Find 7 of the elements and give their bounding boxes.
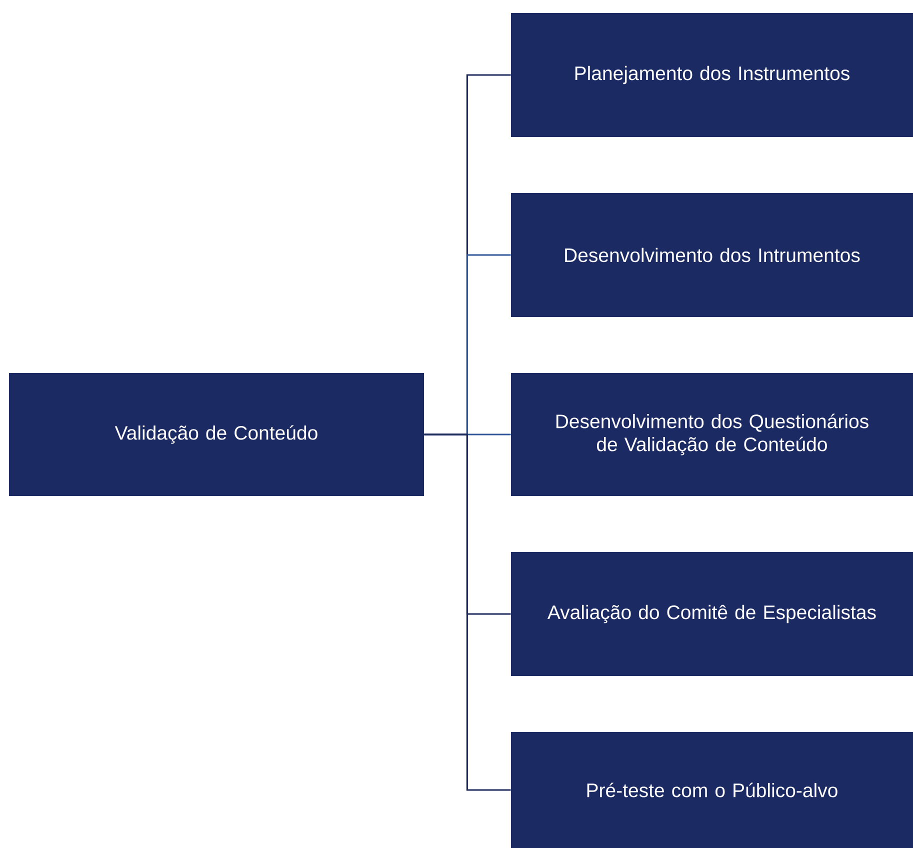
process-box: Validação de Conteúdo: [9, 373, 424, 496]
process-box: Planejamento dos Instrumentos: [511, 13, 913, 137]
process-box: Desenvolvimento dos Intrumentos: [511, 193, 913, 317]
process-box: Avaliação do Comitê de Especialistas: [511, 552, 913, 676]
process-box: Desenvolvimento dos Questionários de Validação de Conteúdo: [511, 373, 913, 496]
connector-line: [424, 434, 511, 791]
process-box: Pré-teste com o Público-alvo: [511, 732, 913, 848]
